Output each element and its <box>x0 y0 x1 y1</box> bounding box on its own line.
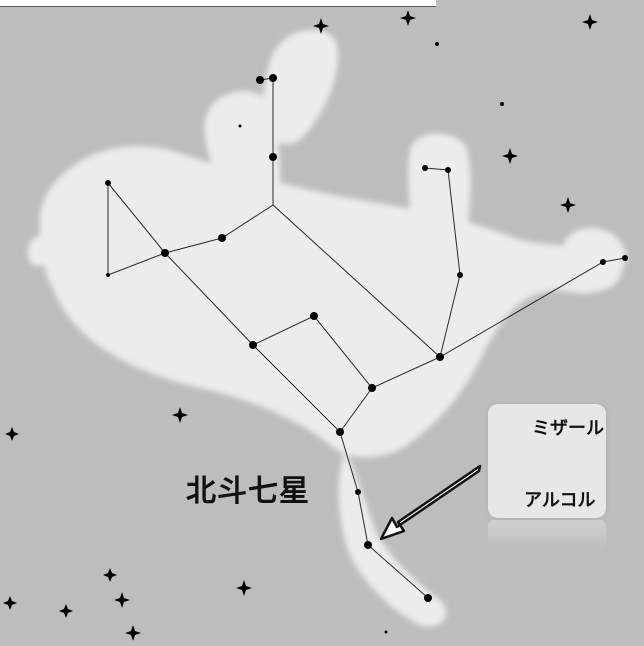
star-dot <box>385 631 388 634</box>
star <box>422 165 428 171</box>
star <box>218 234 226 242</box>
star <box>161 249 169 257</box>
star-dubhe <box>249 341 257 349</box>
star-icon <box>236 580 252 596</box>
star-dot <box>500 102 504 106</box>
big-dipper-label: 北斗七星 <box>186 466 310 510</box>
star-dot <box>239 125 242 128</box>
star <box>106 273 110 277</box>
star-dot <box>435 42 439 46</box>
bear-hind-leg <box>408 134 470 290</box>
star-icon <box>5 427 19 441</box>
star <box>622 255 628 261</box>
star-icon <box>582 14 598 30</box>
star-merak <box>310 312 318 320</box>
star-alioth <box>355 489 361 495</box>
star-icon <box>3 596 17 610</box>
star-icon <box>59 604 73 618</box>
star <box>457 272 463 278</box>
star-icon <box>125 625 141 641</box>
star-mizar <box>364 541 372 549</box>
star-icon <box>502 148 518 164</box>
star-icon <box>114 592 130 608</box>
star <box>445 167 451 173</box>
star <box>269 153 277 161</box>
star-icon <box>400 10 416 26</box>
star-icon <box>560 197 576 213</box>
star-megrez <box>336 428 344 436</box>
star <box>436 353 444 361</box>
star-phecda <box>368 384 376 392</box>
alcor-label: アルコル <box>524 486 595 512</box>
star-icon <box>172 407 188 423</box>
white-pointer-arrow <box>381 466 480 539</box>
star <box>269 74 277 82</box>
star-alkaid <box>424 594 432 602</box>
star <box>105 180 111 186</box>
star <box>600 259 606 265</box>
star-icon <box>103 568 117 582</box>
mizar-label: ミザール <box>532 414 604 440</box>
inset-reflection <box>488 520 606 550</box>
star <box>256 76 264 84</box>
